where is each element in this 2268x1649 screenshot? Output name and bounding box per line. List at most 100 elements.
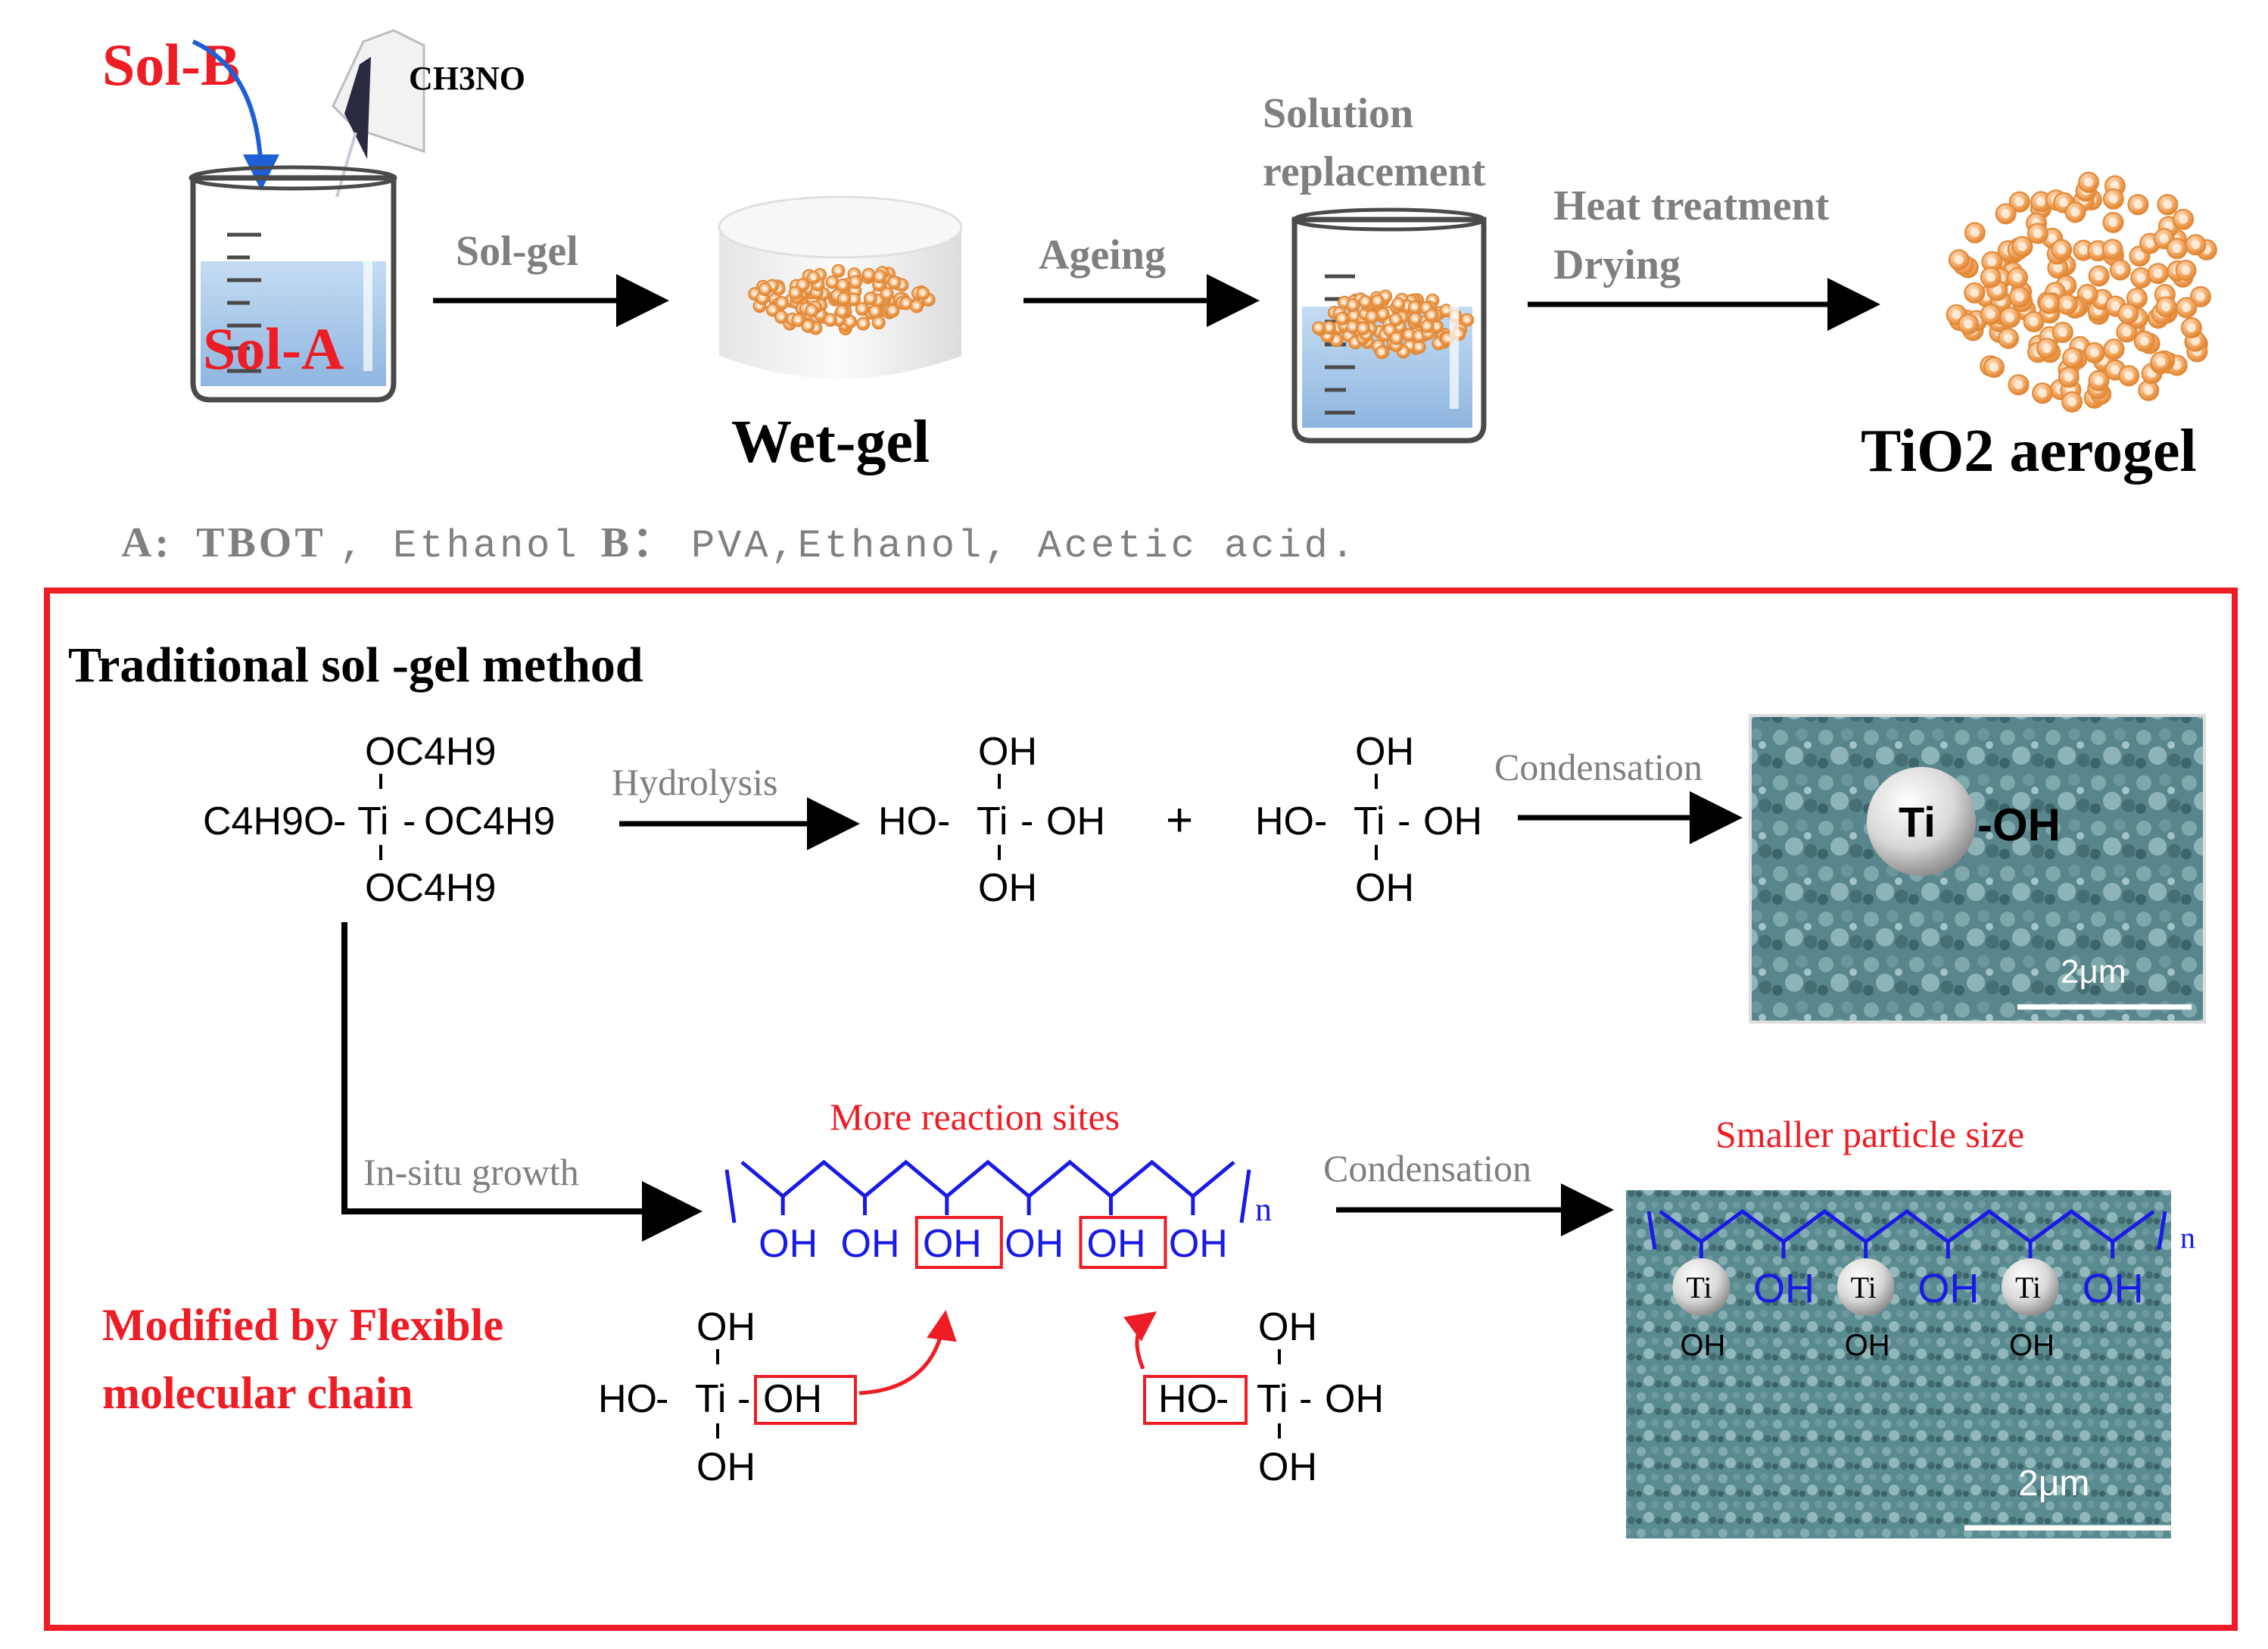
particle-core (2111, 365, 2120, 375)
svg-text:-: - (937, 800, 950, 843)
particle-core (2057, 245, 2067, 254)
svg-text:-: - (403, 800, 416, 843)
arrow-insitu (341, 922, 703, 1242)
particle-core (1375, 298, 1381, 304)
red-arrow-left (858, 1310, 957, 1395)
particle-core (1393, 316, 1399, 323)
particle-core (2111, 301, 2120, 311)
modified-label-line2: molecular chain (102, 1368, 413, 1418)
sem-chain-oh-label: OH (1918, 1266, 1979, 1311)
tioh-1-left: HO (878, 800, 937, 843)
svg-text:-: - (656, 1377, 668, 1421)
sem-bracket-right (2157, 1211, 2167, 1250)
particle-core (2033, 229, 2042, 238)
particle-core (1986, 273, 1995, 282)
particle-core (1992, 285, 2002, 295)
tbot-right: OC4H9 (424, 800, 555, 843)
more-sites-label: More reaction sites (830, 1096, 1120, 1138)
particle-core (2005, 313, 2015, 323)
particle-core (2124, 371, 2134, 381)
replacement-particles (1312, 289, 1475, 360)
particle-core (1412, 304, 1418, 310)
particle-core (2156, 357, 2166, 366)
particle-core (2068, 354, 2077, 363)
particle-core (2144, 385, 2154, 395)
particle-core (1380, 311, 1386, 317)
particle-core (1351, 313, 1357, 319)
comp-a-rest: , Ethanol (340, 524, 580, 569)
hydrolysis-label: Hydrolysis (612, 761, 777, 803)
particle-core (2013, 273, 2022, 282)
particle-core (1339, 316, 1345, 322)
chain-oh-label: OH (1005, 1222, 1064, 1266)
tioh-1-bottom: OH (978, 866, 1037, 910)
tioh-3-left: HO (598, 1377, 657, 1421)
mechanism-frame (44, 588, 2238, 1631)
particle-core (859, 306, 865, 312)
tioh-3-center: Ti (695, 1377, 726, 1421)
svg-text:-: - (1299, 1377, 1312, 1421)
particle-core (1406, 332, 1412, 338)
chain-oh-label: OH (1169, 1222, 1228, 1266)
particle-core (2153, 269, 2163, 279)
particle-core (1326, 325, 1332, 331)
particle-core (759, 295, 765, 301)
mechanism-title: Traditional sol -gel method (68, 637, 643, 693)
pva-subscript-n: n (1255, 1191, 1272, 1228)
tioh-1-center: Ti (977, 800, 1008, 843)
particle-core (2196, 292, 2205, 301)
particle-core (1435, 341, 1441, 347)
particle-core (1952, 310, 1961, 320)
tio2-aerogel-particles-icon (1946, 171, 2217, 413)
comp-b-label: B： (601, 519, 678, 566)
particle-core (811, 275, 817, 281)
particle-core (2059, 198, 2069, 207)
tioh4-structure-1: OH HO - Ti - OH OH (878, 730, 1105, 910)
particle-core (889, 307, 896, 314)
particle-core (2014, 197, 2024, 207)
step-heat-line2: Drying (1553, 242, 1681, 288)
particle-core (2159, 234, 2169, 244)
particle-core (2017, 242, 2027, 251)
particle-core (1360, 326, 1366, 332)
particle-core (2111, 181, 2120, 191)
particle-core (1970, 288, 1980, 298)
highlight-oh-donor (754, 1375, 857, 1425)
particle-core (2161, 302, 2171, 312)
particle-core (872, 309, 878, 315)
particle-core (2181, 266, 2191, 275)
particle-core (1416, 333, 1422, 339)
tbot-bottom: OC4H9 (365, 866, 496, 910)
particle-core (2029, 317, 2039, 326)
particle-core (1363, 299, 1369, 305)
step-solution-line2: replacement (1263, 148, 1486, 195)
particle-core (1444, 336, 1450, 342)
tioh4-structure-3: OH HO - Ti - OH OH (598, 1305, 822, 1489)
svg-text:-: - (1216, 1377, 1229, 1421)
particle-core (2094, 271, 2104, 281)
particle-core (1989, 363, 1999, 372)
particle-core (1970, 228, 1980, 238)
particle-core (2070, 207, 2080, 217)
particle-core (877, 273, 883, 279)
svg-text:-: - (737, 1377, 750, 1421)
particle-core (1394, 335, 1400, 341)
tioh-2-top: OH (1355, 730, 1414, 774)
smaller-size-label: Smaller particle size (1715, 1113, 2024, 1155)
particle-core (770, 307, 776, 313)
particle-core (2116, 265, 2125, 275)
particle-core (1341, 300, 1347, 306)
tioh-3-top: OH (696, 1305, 755, 1349)
particle-core (2145, 238, 2154, 248)
tbot-center: Ti (357, 800, 388, 843)
tioh-4-right: OH (1325, 1377, 1384, 1421)
particle-core (2132, 294, 2142, 303)
svg-text:A: TBOT , Ethanol: A: TBOT , Ethanol B： PVA,Ethanol, Acetic… (121, 519, 1357, 569)
svg-text:-: - (333, 800, 346, 843)
sem-image-traditional: Ti -OH 2μm (1749, 714, 2206, 1024)
particle-core (2136, 273, 2146, 282)
sem-ti-label: Ti (2015, 1270, 2041, 1305)
reagent-label: CH3NO (409, 60, 525, 97)
particle-core (2093, 246, 2103, 256)
chain-bracket-right (1239, 1169, 1251, 1224)
